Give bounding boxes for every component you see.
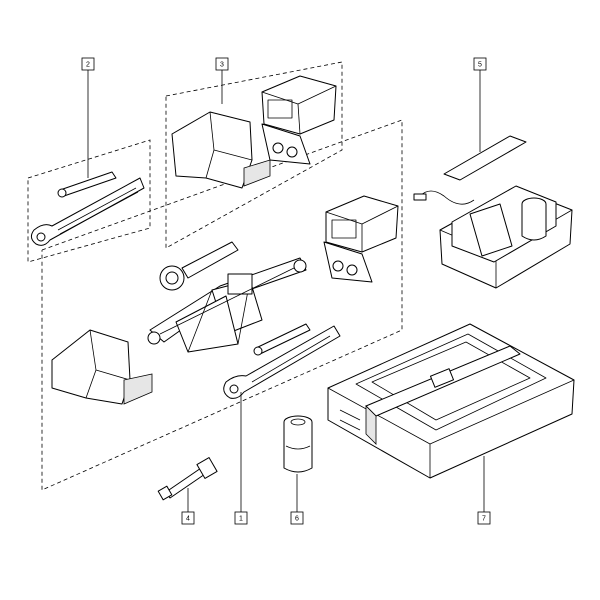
group-outline-1 <box>41 119 403 491</box>
scissor-jack <box>147 257 307 353</box>
callout-4: 4 <box>181 511 195 525</box>
tool-case <box>327 323 575 479</box>
group-outline-3 <box>165 61 343 249</box>
adapter-sleeve <box>283 415 313 473</box>
callout-2: 2 <box>81 57 95 71</box>
first-aid-kit <box>413 135 573 289</box>
jack-head-upper <box>261 75 337 165</box>
leader-lines <box>87 70 485 512</box>
jack-head-lower <box>323 195 399 283</box>
callout-5-label: 5 <box>478 62 482 69</box>
callout-7: 7 <box>477 511 491 525</box>
callout-6-label: 6 <box>295 516 299 523</box>
callout-7-label: 7 <box>482 516 486 523</box>
callout-4-label: 4 <box>186 516 190 523</box>
callout-2-label: 2 <box>86 62 90 69</box>
foam-insert-lower <box>51 329 153 405</box>
callout-3-label: 3 <box>220 62 224 69</box>
callout-3: 3 <box>215 57 229 71</box>
callout-1: 1 <box>234 511 248 525</box>
wrench-set-1 <box>223 323 341 399</box>
tow-eye-bolt <box>157 457 218 501</box>
lug-wrench-ring <box>159 241 239 291</box>
callout-6: 6 <box>290 511 304 525</box>
group-outline-2 <box>27 139 151 263</box>
foam-insert-upper <box>171 111 271 189</box>
wrench-set-2 <box>30 171 145 246</box>
callout-5: 5 <box>473 57 487 71</box>
callout-1-label: 1 <box>239 516 243 523</box>
